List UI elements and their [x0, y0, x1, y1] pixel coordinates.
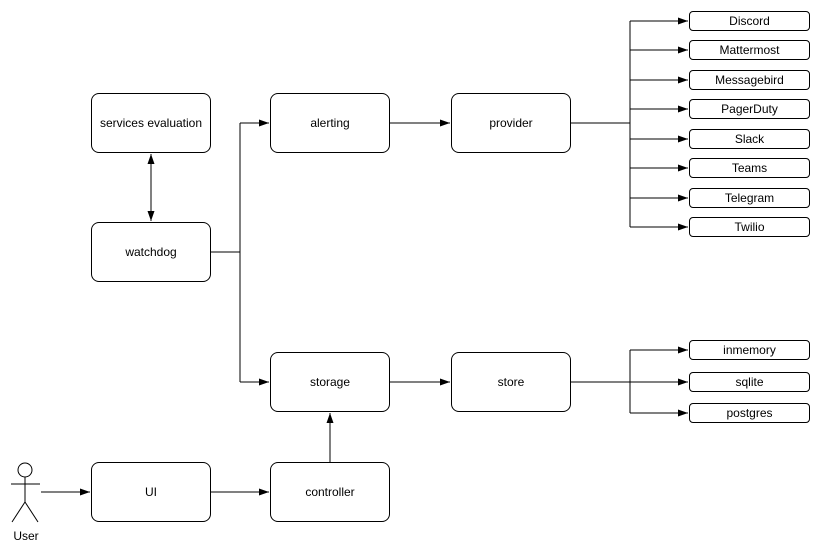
node-telegram: Telegram: [689, 188, 810, 208]
node-watchdog: watchdog: [91, 222, 211, 282]
node-services-evaluation: services evaluation: [91, 93, 211, 153]
node-ui: UI: [91, 462, 211, 522]
node-store: store: [451, 352, 571, 412]
user-actor-label: User: [13, 529, 39, 543]
node-pagerduty: PagerDuty: [689, 99, 810, 119]
node-storage: storage: [270, 352, 390, 412]
node-slack: Slack: [689, 129, 810, 149]
node-alerting: alerting: [270, 93, 390, 153]
node-teams: Teams: [689, 158, 810, 178]
node-discord: Discord: [689, 11, 810, 31]
node-sqlite: sqlite: [689, 372, 810, 392]
node-twilio: Twilio: [689, 217, 810, 237]
node-postgres: postgres: [689, 403, 810, 423]
node-controller: controller: [270, 462, 390, 522]
node-messagebird: Messagebird: [689, 70, 810, 90]
node-provider: provider: [451, 93, 571, 153]
node-inmemory: inmemory: [689, 340, 810, 360]
user-actor-icon: [11, 462, 40, 523]
node-mattermost: Mattermost: [689, 40, 810, 60]
